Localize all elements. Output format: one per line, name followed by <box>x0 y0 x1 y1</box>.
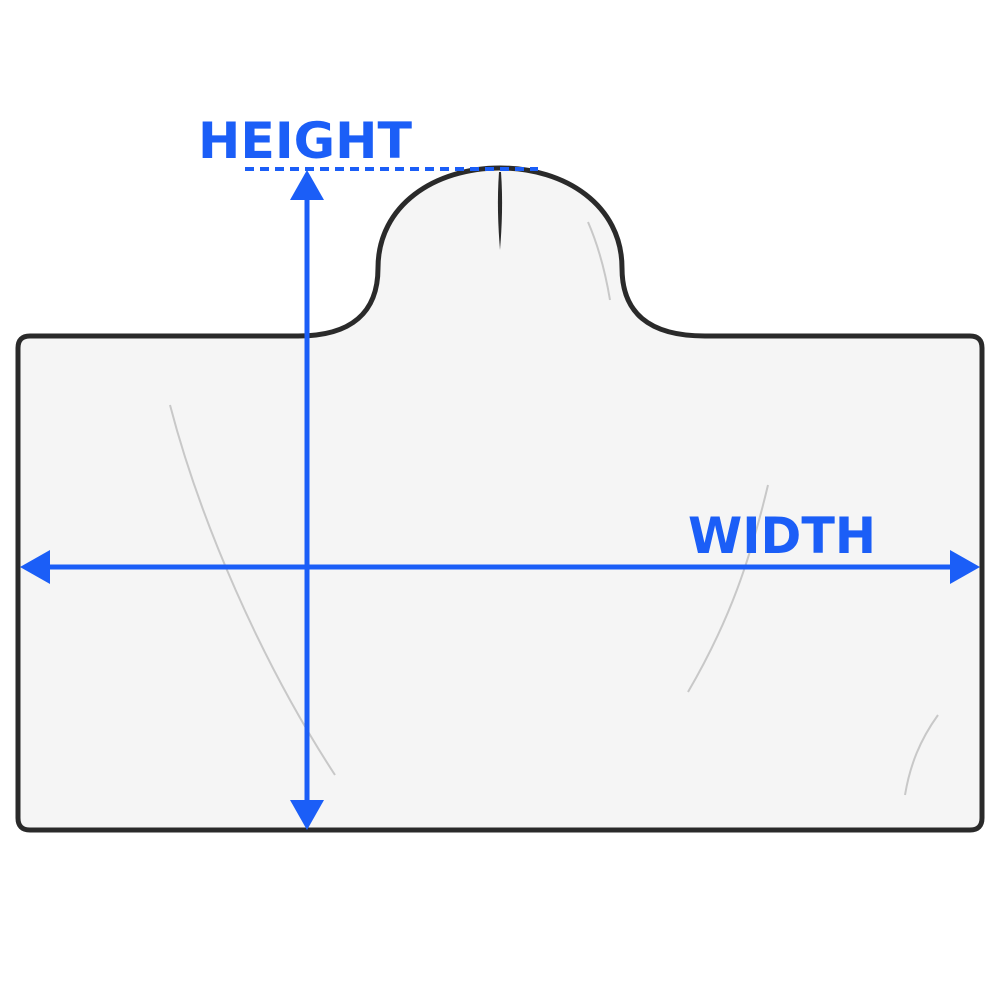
arrow-left-icon <box>20 550 50 584</box>
height-label: HEIGHT <box>198 112 412 170</box>
hood-seam <box>497 172 503 250</box>
width-label: WIDTH <box>688 507 876 565</box>
arrow-up-icon <box>290 170 324 200</box>
arrow-right-icon <box>950 550 980 584</box>
towel-outline <box>15 165 985 833</box>
arrow-down-icon <box>290 800 324 830</box>
